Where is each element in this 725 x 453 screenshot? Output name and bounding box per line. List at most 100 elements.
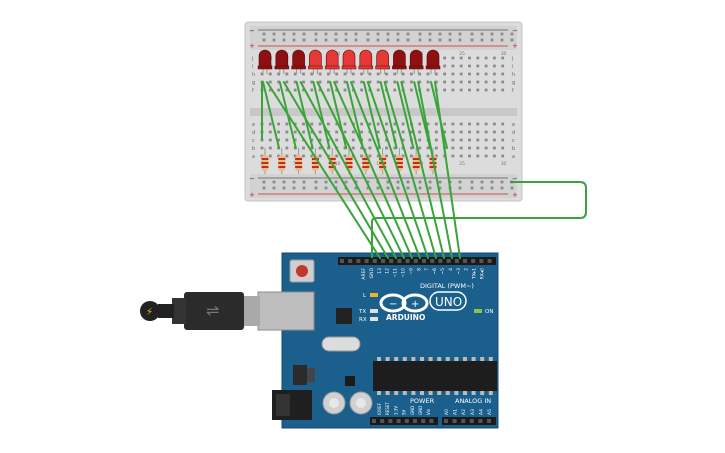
column-number: 25 bbox=[459, 161, 465, 167]
resistor-band bbox=[362, 158, 370, 160]
digital-pin-label: 4 bbox=[448, 268, 454, 271]
resistor-band bbox=[412, 166, 420, 168]
resistor-band bbox=[278, 162, 286, 164]
resistor-band bbox=[295, 162, 303, 164]
rx-led-label: RX bbox=[359, 317, 367, 323]
led-base bbox=[392, 65, 407, 70]
jumper-wire bbox=[366, 81, 429, 259]
row-letter: h bbox=[512, 72, 515, 78]
jumper-wire bbox=[434, 81, 461, 259]
resistor-band bbox=[345, 166, 353, 168]
model-label: UNO bbox=[435, 295, 462, 309]
resistor-band bbox=[395, 162, 403, 164]
resistor-band bbox=[311, 162, 319, 164]
row-letter: i bbox=[512, 64, 513, 70]
usb-port[interactable] bbox=[257, 291, 315, 331]
digital-pin-label: GND bbox=[369, 267, 375, 278]
jumper-wire bbox=[333, 81, 413, 259]
analog-in-label: ANALOG IN bbox=[455, 397, 491, 405]
row-letter: a bbox=[252, 154, 255, 160]
jumper-wire bbox=[299, 81, 397, 259]
usb-cable-plug[interactable] bbox=[184, 292, 244, 330]
jumper-wire bbox=[312, 81, 331, 149]
ground-wire bbox=[371, 181, 587, 258]
power-pin-label: RESET bbox=[385, 402, 390, 415]
jumper-wire bbox=[266, 81, 381, 259]
arduino-uno-board[interactable]: ⚡ ⇌ − + ARDUINO UNO DIGITAL (PWM~) POWE bbox=[140, 252, 499, 429]
analog-pin-label: A4 bbox=[478, 409, 484, 415]
resistor-band bbox=[362, 162, 370, 164]
column-number: 10 bbox=[335, 161, 341, 167]
usb-symbol-icon: ⇌ bbox=[206, 301, 219, 320]
column-number: 30 bbox=[501, 51, 507, 57]
led bbox=[325, 49, 339, 69]
resistor-band bbox=[328, 158, 336, 160]
resistor-band bbox=[429, 166, 437, 168]
row-letter: c bbox=[512, 138, 515, 144]
analog-pin-label: A3 bbox=[470, 409, 476, 415]
led bbox=[292, 49, 305, 69]
jumper-wire bbox=[329, 81, 348, 149]
l-led bbox=[370, 293, 378, 297]
svg-text:+: + bbox=[411, 299, 419, 310]
jumper-wire bbox=[383, 81, 437, 259]
digital-pin-label: RX◂0 bbox=[480, 268, 486, 279]
row-letter: d bbox=[252, 130, 255, 136]
reset-button-cap[interactable] bbox=[296, 265, 308, 277]
row-letter: b bbox=[252, 146, 255, 152]
row-letter: j bbox=[511, 56, 513, 62]
resistor-band bbox=[379, 158, 387, 160]
digital-pin-label: ~10 bbox=[401, 268, 407, 278]
usb-chip bbox=[336, 308, 352, 324]
digital-pin-label: ~6 bbox=[432, 268, 438, 275]
resistor-band bbox=[345, 158, 353, 160]
resistor-band bbox=[311, 166, 319, 168]
jumper-wire bbox=[346, 81, 364, 149]
led bbox=[275, 49, 289, 69]
digital-pin-label: AREF bbox=[361, 268, 367, 280]
resistor-band bbox=[379, 166, 387, 168]
bottom-rail-minus-label: − bbox=[249, 175, 255, 183]
analog-pin-label: A2 bbox=[461, 409, 467, 415]
on-led-label: ON bbox=[485, 309, 493, 315]
resistor-band bbox=[295, 158, 303, 160]
led-base bbox=[324, 65, 340, 70]
led-base bbox=[274, 65, 290, 70]
digital-pin-label: ~5 bbox=[440, 268, 446, 275]
row-letter: f bbox=[512, 88, 514, 94]
resistor-band bbox=[261, 162, 269, 164]
jumper-wire bbox=[316, 81, 405, 259]
jumper-wire bbox=[379, 81, 398, 149]
led bbox=[258, 49, 272, 69]
power-pin-label: GND bbox=[418, 406, 423, 415]
power-header[interactable] bbox=[370, 417, 438, 425]
column-number: 25 bbox=[459, 51, 465, 57]
digital-pin-label: ~3 bbox=[456, 268, 462, 275]
column-number: 30 bbox=[501, 161, 507, 167]
analog-pin-label: A5 bbox=[487, 409, 493, 415]
led-base bbox=[375, 65, 390, 70]
row-letter: i bbox=[252, 64, 253, 70]
jumper-wire bbox=[278, 81, 297, 149]
led-base bbox=[341, 65, 357, 70]
row-letter: a bbox=[512, 154, 515, 160]
led-base bbox=[257, 65, 273, 70]
jumper-wire bbox=[362, 81, 381, 149]
resistor-band bbox=[261, 158, 269, 160]
row-letter: b bbox=[512, 146, 515, 152]
row-letter: g bbox=[252, 80, 255, 86]
analog-header[interactable] bbox=[442, 417, 496, 425]
lightning-icon: ⚡ bbox=[146, 307, 153, 318]
usb-cable-end bbox=[140, 301, 160, 321]
resistor-band bbox=[261, 166, 269, 168]
power-pin-label: IOREF bbox=[377, 402, 382, 415]
resistor-band bbox=[328, 166, 336, 168]
digital-pin-label: ~9 bbox=[408, 268, 414, 275]
top-rail-plus-label-right: + bbox=[512, 42, 518, 50]
resistor-band bbox=[412, 158, 420, 160]
arduino-logo: − + bbox=[379, 293, 429, 313]
tx-led bbox=[370, 309, 378, 313]
digital-pin-label: ~11 bbox=[393, 268, 399, 278]
led-base bbox=[308, 65, 323, 70]
